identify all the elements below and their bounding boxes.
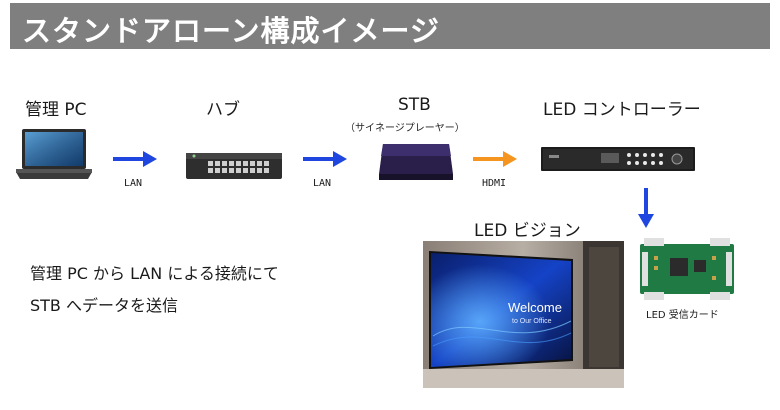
arrow-controller-card: [638, 188, 654, 228]
connection-label-hdmi: HDMI: [482, 178, 507, 189]
connection-label-lan-2: LAN: [313, 178, 332, 189]
title-bar: スタンドアローン構成イメージ: [10, 3, 770, 49]
arrow-stb-controller: [473, 151, 517, 167]
card-label: LED 受信カード: [646, 310, 719, 321]
arrow-hub-stb: [303, 151, 347, 167]
stb-icon: [379, 144, 453, 180]
hub-label: ハブ: [206, 100, 240, 120]
screen-headline: Welcome: [508, 300, 562, 315]
description-line-2: STB へデータを送信: [30, 296, 178, 315]
page-title: スタンドアローン構成イメージ: [22, 14, 440, 48]
arrow-pc-hub: [113, 151, 157, 167]
stb-sublabel: （サイネージプレーヤー）: [345, 123, 465, 134]
laptop-icon: [16, 129, 92, 179]
led-vision-photo: [423, 241, 624, 388]
screen-subline: to Our Office: [512, 318, 552, 325]
description-line-1: 管理 PC から LAN による接続にて: [30, 264, 279, 283]
controller-icon: [541, 147, 695, 171]
connection-label-lan-1: LAN: [124, 178, 143, 189]
stb-label: STB: [398, 95, 431, 115]
pc-label: 管理 PC: [25, 100, 87, 120]
receiving-card-icon: [640, 238, 734, 300]
hub-icon: [186, 153, 282, 179]
controller-label: LED コントローラー: [543, 100, 701, 120]
vision-label: LED ビジョン: [474, 221, 581, 241]
